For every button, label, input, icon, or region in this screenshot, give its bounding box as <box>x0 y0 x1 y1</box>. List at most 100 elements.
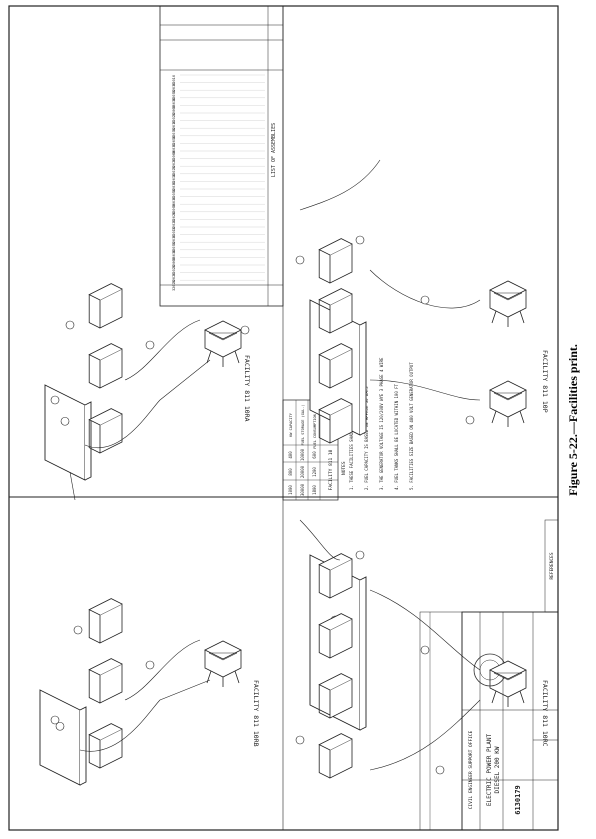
assembly-row: 32020 <box>172 265 176 276</box>
tag-10rc-1 <box>355 550 365 560</box>
tank-10p-1 <box>489 280 527 327</box>
assembly-row: 36030 <box>172 98 176 109</box>
assembly-row: 32020 <box>172 159 176 170</box>
tank-10rc <box>489 660 527 707</box>
tag-10ra-4 <box>240 325 250 335</box>
cell-a1: 10000 <box>300 448 305 461</box>
assembly-row: 32030 <box>172 235 176 246</box>
cell-b2: 1200 <box>312 467 317 477</box>
isometric-views <box>39 159 527 786</box>
assembly-row: 32030 <box>172 128 176 139</box>
assembly-row: 32060 <box>172 204 176 215</box>
note-1: 1. THESE FACILITIES SHALL BE A MIN DISTA… <box>349 379 354 490</box>
assembly-row: 32050 <box>172 136 176 147</box>
assembly-row: 32020 <box>172 113 176 124</box>
cell-c2: 1800 <box>312 485 317 495</box>
cable-10rb-1 <box>79 679 211 752</box>
note-2: 2. FUEL CAPACITY IS BASED ON APPROX 30 D… <box>364 386 369 490</box>
cable-10rc-2 <box>369 699 481 771</box>
generator-10p-4 <box>318 398 353 444</box>
generator-10p-2 <box>318 288 353 334</box>
assembly-row: 36030 <box>172 197 176 208</box>
facility-label-10rb: FACILITY 811 10RB <box>252 680 260 747</box>
cell-b0: 800 <box>288 468 293 476</box>
note-5: 5. FACILITIES SIZE BASED ON 480 VOLT GEN… <box>409 362 414 490</box>
assembly-row: 32050 <box>172 189 176 200</box>
cable-10ra-3 <box>69 471 76 501</box>
tag-10ra-2 <box>145 340 155 350</box>
tag-10p-3 <box>465 415 475 425</box>
references-label: REFERENCES <box>549 552 555 579</box>
generator-10p-3 <box>318 343 353 389</box>
generator-10ra-3 <box>88 408 123 454</box>
cable-10p-2 <box>369 379 481 401</box>
assembly-row: 32020 <box>172 273 176 284</box>
tag-10rc-3 <box>435 765 445 775</box>
tag-10p-4 <box>295 255 305 265</box>
tank-10ra <box>204 320 242 367</box>
cable-10ra-1 <box>84 359 211 448</box>
generator-10rc-2 <box>318 613 353 659</box>
assembly-row: 32020 <box>172 166 176 177</box>
office-text: CIVIL ENGINEER SUPPORT OFFICE <box>468 730 474 809</box>
note-4: 4. FUEL TANKS SHALL BE LOCATED WITHIN 10… <box>394 383 399 490</box>
assembly-row: 32020 <box>172 212 176 223</box>
assemblies-title: LIST OF ASSEMBLIES <box>271 123 277 177</box>
assembly-rows: 3201032030320503603032060320203201032030… <box>172 74 265 291</box>
tag-10rb-3 <box>73 625 83 635</box>
facility-label-10ra: FACILITY 811 10RA <box>243 355 251 422</box>
assembly-row: 32050 <box>172 90 176 101</box>
assembly-row: 32010 <box>172 121 176 132</box>
generator-10rb-1 <box>88 598 123 644</box>
generator-10ra-2 <box>88 343 123 389</box>
tag-10rb-1 <box>50 715 60 725</box>
assembly-row: 32020 <box>172 219 176 230</box>
slab-10rb <box>39 689 87 786</box>
facility-table-row-1: FUEL STORAGE (GAL.) <box>301 404 305 445</box>
generator-10rc-3 <box>318 673 353 719</box>
tag-10rc-4 <box>295 735 305 745</box>
title-line-1: ELECTRIC POWER PLANT <box>486 733 493 806</box>
generator-10rc-1 <box>318 553 353 599</box>
assembly-row: 32060 <box>172 151 176 162</box>
cable-10ra-2 <box>124 319 201 381</box>
tag-10rc-2 <box>420 645 430 655</box>
title-line-2: DIESEL 200 KW <box>494 746 501 793</box>
facility-table-title: FACILITY 811 10 <box>328 449 334 490</box>
tag-10p-2 <box>420 295 430 305</box>
cable-10rc-3 <box>299 519 341 561</box>
cell-c0: 1000 <box>288 485 293 495</box>
figure-caption: Figure 5-22.—Facilities print. <box>566 344 580 496</box>
tag-10ra-1 <box>50 395 60 405</box>
assembly-row: 36030 <box>172 250 176 261</box>
cable-10rb-2 <box>124 639 201 701</box>
assembly-row: 36030 <box>172 143 176 154</box>
assembly-row: 32010 <box>172 227 176 238</box>
tank-10p-2 <box>489 380 527 427</box>
assembly-row: 32020 <box>172 280 176 291</box>
generator-10rb-2 <box>88 658 123 704</box>
facility-label-10rc: FACILITY 811 10RC <box>541 680 549 747</box>
assembly-row: 32010 <box>172 75 176 86</box>
assembly-row: 32030 <box>172 83 176 94</box>
cell-a0: 400 <box>288 451 293 459</box>
facility-label-10p: FACILITY 811 10P <box>541 350 549 413</box>
assembly-row: 32030 <box>172 181 176 192</box>
generator-10ra-1 <box>88 283 123 329</box>
tank-10rb <box>204 640 242 687</box>
slab-10ra <box>44 384 92 481</box>
assembly-row: 32050 <box>172 242 176 253</box>
tag-10ra-3 <box>65 320 75 330</box>
assembly-row: 32060 <box>172 105 176 116</box>
generator-10rb-3 <box>88 723 123 769</box>
tag-10rb-2 <box>145 660 155 670</box>
tag-10p-1 <box>355 235 365 245</box>
notes-heading: NOTES <box>341 461 347 475</box>
generator-10p-1 <box>318 238 353 284</box>
facility-table-row-0: KW CAPACITY <box>289 412 293 437</box>
assembly-row: 32010 <box>172 174 176 185</box>
facility-table: FACILITY 811 10 KW CAPACITY FUEL STORAGE… <box>282 399 339 501</box>
cell-c1: 30000 <box>300 483 305 496</box>
